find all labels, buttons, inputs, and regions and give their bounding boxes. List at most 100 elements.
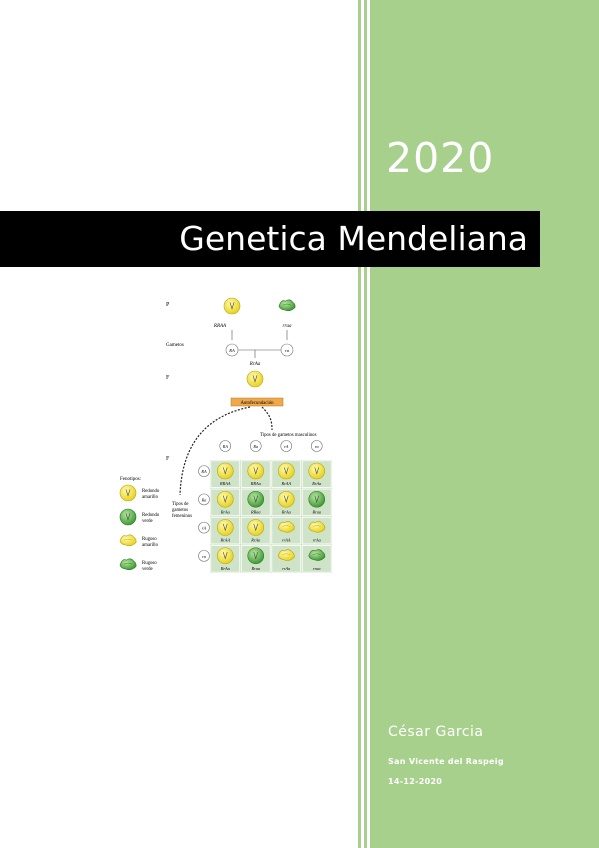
parent2-pea-icon — [278, 299, 296, 312]
legend-label: verde — [142, 519, 153, 524]
pea-wrinkle-line — [282, 525, 291, 527]
pea-sprout-line — [253, 552, 259, 560]
legend-label: Redondo — [142, 513, 160, 518]
female-gamete-circle — [198, 521, 210, 534]
cover-title: Genetica Mendeliana — [179, 219, 528, 258]
legend-label: amarillo — [142, 495, 159, 500]
punnett-pea-icon — [308, 521, 326, 533]
pea-sprout-line — [314, 467, 320, 475]
male-gamete-label: RA — [222, 444, 229, 449]
author-name: César Garcia — [388, 724, 484, 740]
f1-pea-icon — [246, 370, 264, 388]
female-gamete-label: rA — [202, 526, 207, 531]
pea-sprout-line — [252, 375, 258, 383]
punnett-genotype: Rraa — [311, 509, 321, 514]
pea-sprout-line — [125, 489, 131, 497]
punnett-cell — [301, 460, 332, 488]
parent1-pea-icon — [223, 297, 241, 315]
male-gamete-label: ra — [315, 444, 319, 449]
punnett-genotype: rrAa — [282, 566, 290, 571]
male-gamete-circle — [280, 440, 293, 452]
punnett-pea-icon — [277, 521, 295, 533]
punnett-genotype: RrAa — [281, 509, 291, 514]
pea-sprout-line — [283, 467, 289, 475]
male-gamete-circle — [249, 440, 262, 452]
legend-label: Rugoso — [142, 537, 157, 542]
accent-stripe — [358, 0, 361, 848]
legend-label: Rugoso — [142, 561, 157, 566]
punnett-pea-icon — [216, 490, 234, 508]
punnett-cell — [301, 516, 332, 545]
punnett-pea-icon — [308, 462, 326, 480]
female-gametes-label: Tipos de — [172, 502, 189, 507]
female-gamete-label: RA — [200, 469, 207, 474]
punnett-pea-icon — [247, 462, 265, 480]
pea-sprout-line — [283, 495, 289, 504]
punnett-cell — [301, 488, 332, 517]
punnett-pea-icon — [277, 549, 295, 561]
punnett-cell — [240, 545, 271, 573]
punnett-pea-icon — [216, 547, 234, 565]
legend-label: Redondo — [142, 489, 160, 494]
punnett-cell — [240, 488, 271, 517]
pea-sprout-line — [222, 467, 228, 475]
legend-pea-icon — [119, 558, 137, 571]
location: San Vicente del Raspeig — [388, 757, 504, 766]
punnett-genotype: RRaa — [250, 509, 261, 514]
male-gamete-circle — [219, 440, 232, 452]
gamete-2: ra — [285, 348, 290, 353]
pea-wrinkle-line — [123, 538, 133, 541]
female-gamete-label: Ra — [201, 497, 207, 502]
punnett-cell — [240, 460, 271, 488]
gametes-label: Gametos — [166, 343, 184, 348]
punnett-cell — [271, 516, 302, 545]
parent1-genotype: RRAA — [213, 324, 227, 329]
legend-pea-icon — [119, 508, 137, 526]
punnett-cell — [210, 460, 241, 488]
pea-sprout-line — [253, 495, 259, 504]
legend-label: verde — [142, 567, 153, 572]
punnett-pea-icon — [247, 519, 265, 536]
punnett-genotype: RrAa — [311, 481, 321, 486]
legend-pea-icon — [119, 484, 137, 502]
punnett-pea-icon — [247, 547, 265, 565]
punnett-pea-icon — [216, 519, 234, 536]
punnett-genotype: RrAA — [219, 538, 230, 543]
pea-sprout-line — [222, 495, 228, 504]
female-gamete-circle — [198, 465, 210, 477]
f1-genotype: RrAa — [249, 362, 261, 367]
punnett-pea-icon — [308, 490, 326, 508]
female-gamete-circle — [198, 493, 210, 506]
punnett-pea-icon — [277, 490, 295, 508]
punnett-genotype: RrAA — [280, 481, 291, 486]
female-gamete-label: ra — [202, 554, 206, 559]
title-bar: Genetica Mendeliana — [0, 211, 540, 267]
punnett-pea-icon — [308, 549, 326, 561]
pea-sprout-line — [314, 495, 320, 504]
female-gametes-label: gametos — [172, 508, 188, 513]
punnett-genotype: RRAa — [250, 481, 261, 486]
gen-f2-label: F — [166, 456, 170, 462]
pea-sprout-line — [253, 467, 259, 475]
punnett-cell — [210, 488, 241, 517]
male-gamete-label: rA — [284, 444, 289, 449]
pea-sprout-line — [222, 523, 228, 532]
punnett-genotype: RrAa — [250, 538, 260, 543]
gamete-1: RA — [228, 348, 235, 353]
cover-year: 2020 — [386, 134, 495, 182]
pea-sprout-line — [125, 513, 131, 521]
cover-date: 14-12-2020 — [388, 777, 443, 786]
punnett-cell — [210, 545, 241, 573]
punnett-pea-icon — [247, 490, 265, 508]
pea-wrinkle-line — [282, 303, 292, 306]
punnett-genotype: Rraa — [250, 566, 260, 571]
punnett-cell — [210, 516, 241, 545]
punnett-genotype: rrAA — [282, 538, 291, 543]
punnett-cell — [271, 488, 302, 517]
green-panel — [370, 0, 599, 848]
parent2-genotype: rraa — [283, 324, 292, 329]
punnett-pea-icon — [216, 462, 234, 480]
punnett-cell — [240, 516, 271, 545]
female-gametes-label: femeninos — [172, 514, 192, 519]
pea-wrinkle-line — [312, 553, 321, 556]
